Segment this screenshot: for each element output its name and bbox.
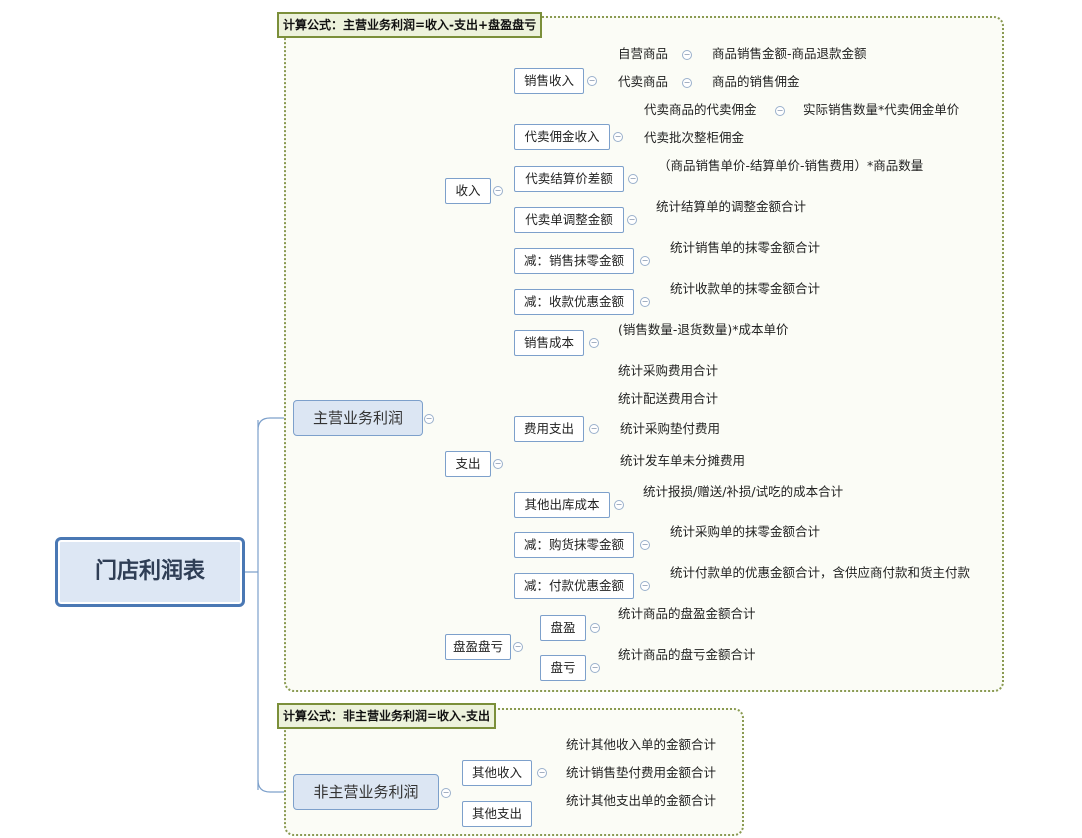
topic-inventory-gain-loss[interactable]: 盘盈盘亏 (445, 634, 511, 660)
collapse-circle-icon[interactable]: − (441, 788, 451, 798)
collapse-circle-icon[interactable]: − (493, 459, 503, 469)
leaf-delivery-fees: 统计配送费用合计 (618, 391, 719, 406)
topic-inventory-loss[interactable]: 盘亏 (540, 655, 586, 681)
leaf-purchase-rounding-note: 统计采购单的抹零金额合计 (670, 524, 821, 539)
leaf-inventory-gain-note: 统计商品的盘盈金额合计 (618, 606, 756, 621)
root-topic[interactable]: 门店利润表 (55, 537, 245, 607)
leaf-self-operated-goods: 自营商品 (618, 46, 669, 61)
collapse-circle-icon[interactable]: − (493, 186, 503, 196)
leaf-consignment-goods-formula: 商品的销售佣金 (712, 74, 800, 89)
leaf-purchase-advance-fees: 统计采购垫付费用 (620, 421, 721, 436)
collapse-circle-icon[interactable]: − (613, 132, 623, 142)
leaf-settlement-price-formula: （商品销售单价-结算单价-销售费用）*商品数量 (658, 158, 924, 173)
topic-consignment-adjustment[interactable]: 代卖单调整金额 (514, 207, 624, 233)
collapse-circle-icon[interactable]: − (640, 540, 650, 550)
leaf-unallocated-dispatch-fees: 统计发车单未分摊费用 (620, 453, 746, 468)
collapse-circle-icon[interactable]: − (640, 256, 650, 266)
collapse-circle-icon[interactable]: − (640, 581, 650, 591)
collapse-circle-icon[interactable]: − (589, 338, 599, 348)
collapse-circle-icon[interactable]: − (627, 215, 637, 225)
leaf-other-outbound-note: 统计报损/赠送/补损/试吃的成本合计 (643, 484, 844, 499)
leaf-payment-discount-note: 统计付款单的优惠金额合计，含供应商付款和货主付款 (670, 565, 971, 580)
leaf-inventory-loss-note: 统计商品的盘亏金额合计 (618, 647, 756, 662)
topic-sales-revenue[interactable]: 销售收入 (514, 68, 584, 94)
main-profit-formula: 计算公式：主营业务利润=收入-支出+盘盈盘亏 (277, 12, 543, 38)
topic-sales-rounding[interactable]: 减：销售抹零金额 (514, 248, 634, 274)
topic-cost-of-sales[interactable]: 销售成本 (514, 330, 584, 356)
topic-expense-spending[interactable]: 费用支出 (514, 416, 584, 442)
leaf-cost-of-sales-formula: (销售数量-退货数量)*成本单价 (618, 322, 789, 337)
root-topic-label: 门店利润表 (94, 559, 205, 584)
leaf-sales-advance-fees: 统计销售垫付费用金额合计 (566, 765, 717, 780)
topic-settlement-price-difference[interactable]: 代卖结算价差额 (514, 166, 624, 192)
collapse-circle-icon[interactable]: − (682, 50, 692, 60)
leaf-other-expense-note: 统计其他支出单的金额合计 (566, 793, 717, 808)
collapse-circle-icon[interactable]: − (537, 768, 547, 778)
collapse-circle-icon[interactable]: − (628, 174, 638, 184)
collapse-circle-icon[interactable]: − (424, 414, 434, 424)
leaf-consignment-commission-formula: 实际销售数量*代卖佣金单价 (803, 102, 960, 117)
collapse-circle-icon[interactable]: − (640, 297, 650, 307)
leaf-sales-rounding-note: 统计销售单的抹零金额合计 (670, 240, 821, 255)
leaf-receipt-discount-note: 统计收款单的抹零金额合计 (670, 281, 821, 296)
topic-other-expense[interactable]: 其他支出 (462, 801, 532, 827)
topic-nonmain-profit[interactable]: 非主营业务利润 (293, 774, 439, 810)
collapse-circle-icon[interactable]: − (682, 78, 692, 88)
topic-commission-income[interactable]: 代卖佣金收入 (514, 124, 610, 150)
collapse-circle-icon[interactable]: − (590, 623, 600, 633)
collapse-circle-icon[interactable]: − (614, 500, 624, 510)
collapse-circle-icon[interactable]: − (589, 424, 599, 434)
topic-other-income[interactable]: 其他收入 (462, 760, 532, 786)
leaf-consignment-commission: 代卖商品的代卖佣金 (644, 102, 757, 117)
collapse-circle-icon[interactable]: − (587, 76, 597, 86)
topic-main-profit[interactable]: 主营业务利润 (293, 400, 423, 436)
topic-purchase-rounding[interactable]: 减：购货抹零金额 (514, 532, 634, 558)
leaf-other-income-receipts: 统计其他收入单的金额合计 (566, 737, 717, 752)
leaf-purchase-fees: 统计采购费用合计 (618, 363, 719, 378)
topic-expense[interactable]: 支出 (445, 451, 491, 477)
collapse-circle-icon[interactable]: − (775, 106, 785, 116)
main-profit-boundary (284, 16, 1004, 692)
leaf-adjustment-note: 统计结算单的调整金额合计 (656, 199, 807, 214)
topic-other-outbound-cost[interactable]: 其他出库成本 (514, 492, 610, 518)
leaf-batch-container-commission: 代卖批次整柜佣金 (644, 130, 745, 145)
nonmain-profit-formula: 计算公式：非主营业务利润=收入-支出 (277, 703, 497, 729)
topic-income[interactable]: 收入 (445, 178, 491, 204)
topic-payment-discount[interactable]: 减：付款优惠金额 (514, 573, 634, 599)
leaf-self-operated-goods-formula: 商品销售金额-商品退款金额 (712, 46, 867, 61)
collapse-circle-icon[interactable]: − (590, 663, 600, 673)
collapse-circle-icon[interactable]: − (513, 642, 523, 652)
topic-receipt-discount[interactable]: 减：收款优惠金额 (514, 289, 634, 315)
topic-inventory-gain[interactable]: 盘盈 (540, 615, 586, 641)
leaf-consignment-goods: 代卖商品 (618, 74, 669, 89)
